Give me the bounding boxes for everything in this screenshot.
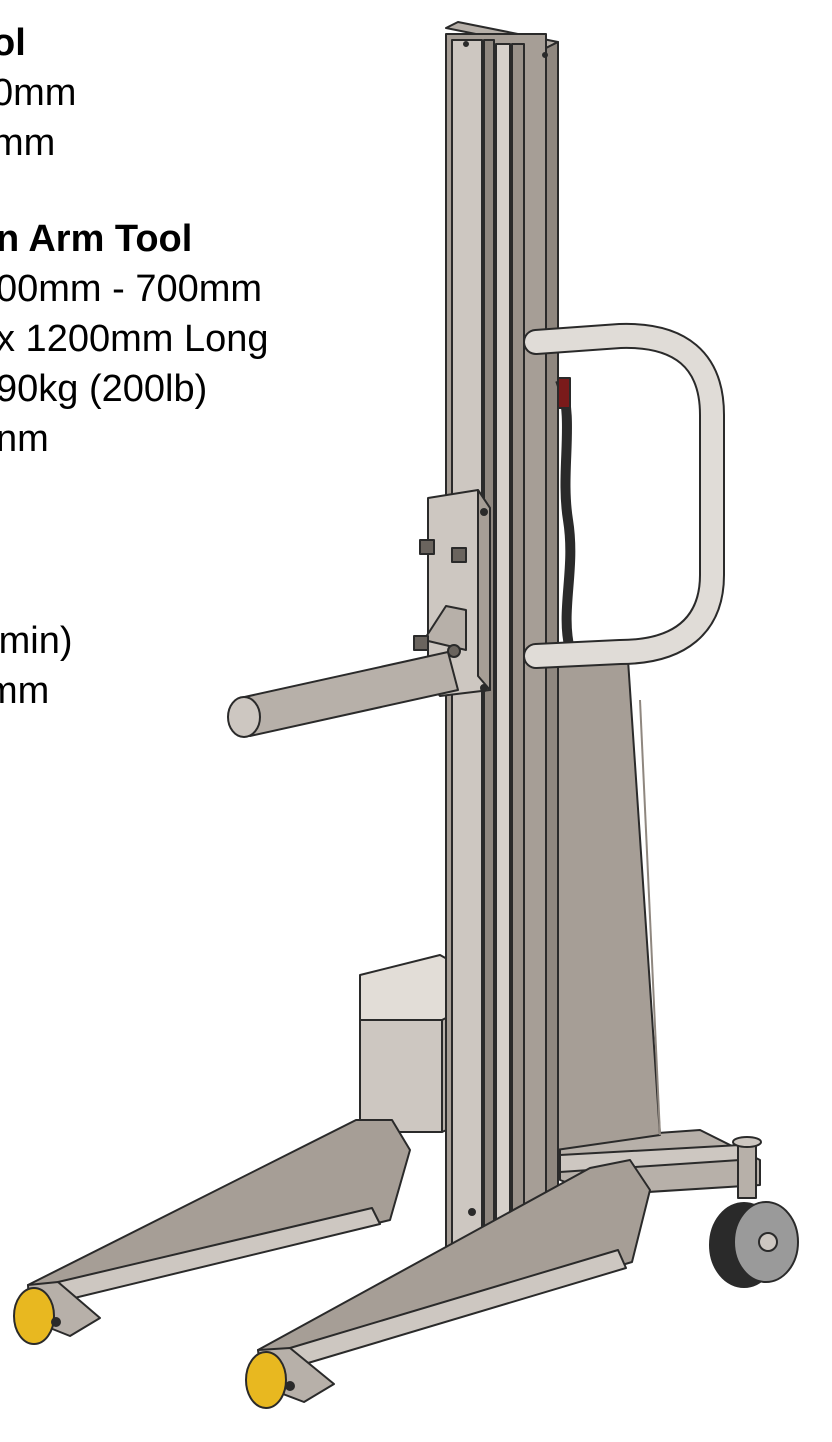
handle: [523, 322, 725, 669]
spec-line: 90kg (200lb): [0, 368, 208, 410]
spec-line: mm: [0, 122, 56, 164]
spec-line: x 1200mm Long: [0, 318, 269, 360]
spec-block-3: l (min) mm: [0, 566, 73, 716]
spec-line: mm: [0, 670, 50, 712]
motor-housing: [555, 659, 661, 1151]
battery-box: [359, 954, 459, 1133]
left-front-wheel: [13, 1287, 61, 1345]
spec-block-2: n Arm Tool 00mm - 700mm x 1200mm Long 90…: [0, 214, 269, 464]
spec-line: 0mm: [0, 72, 77, 114]
rear-caster-wheel: [709, 1136, 799, 1288]
left-front-leg: [27, 1119, 411, 1337]
right-front-wheel: [245, 1351, 295, 1409]
spec-heading: ol: [0, 22, 26, 64]
carriage: [419, 489, 491, 697]
spec-heading: n Arm Tool: [0, 218, 193, 260]
spec-line: 00mm - 700mm: [0, 268, 263, 310]
arm-tool: [227, 635, 461, 738]
spec-line: nm: [0, 418, 49, 460]
control-cable: [555, 377, 576, 652]
spec-line: (min): [0, 620, 73, 662]
spec-block-1: ol 0mm mm: [0, 18, 76, 168]
